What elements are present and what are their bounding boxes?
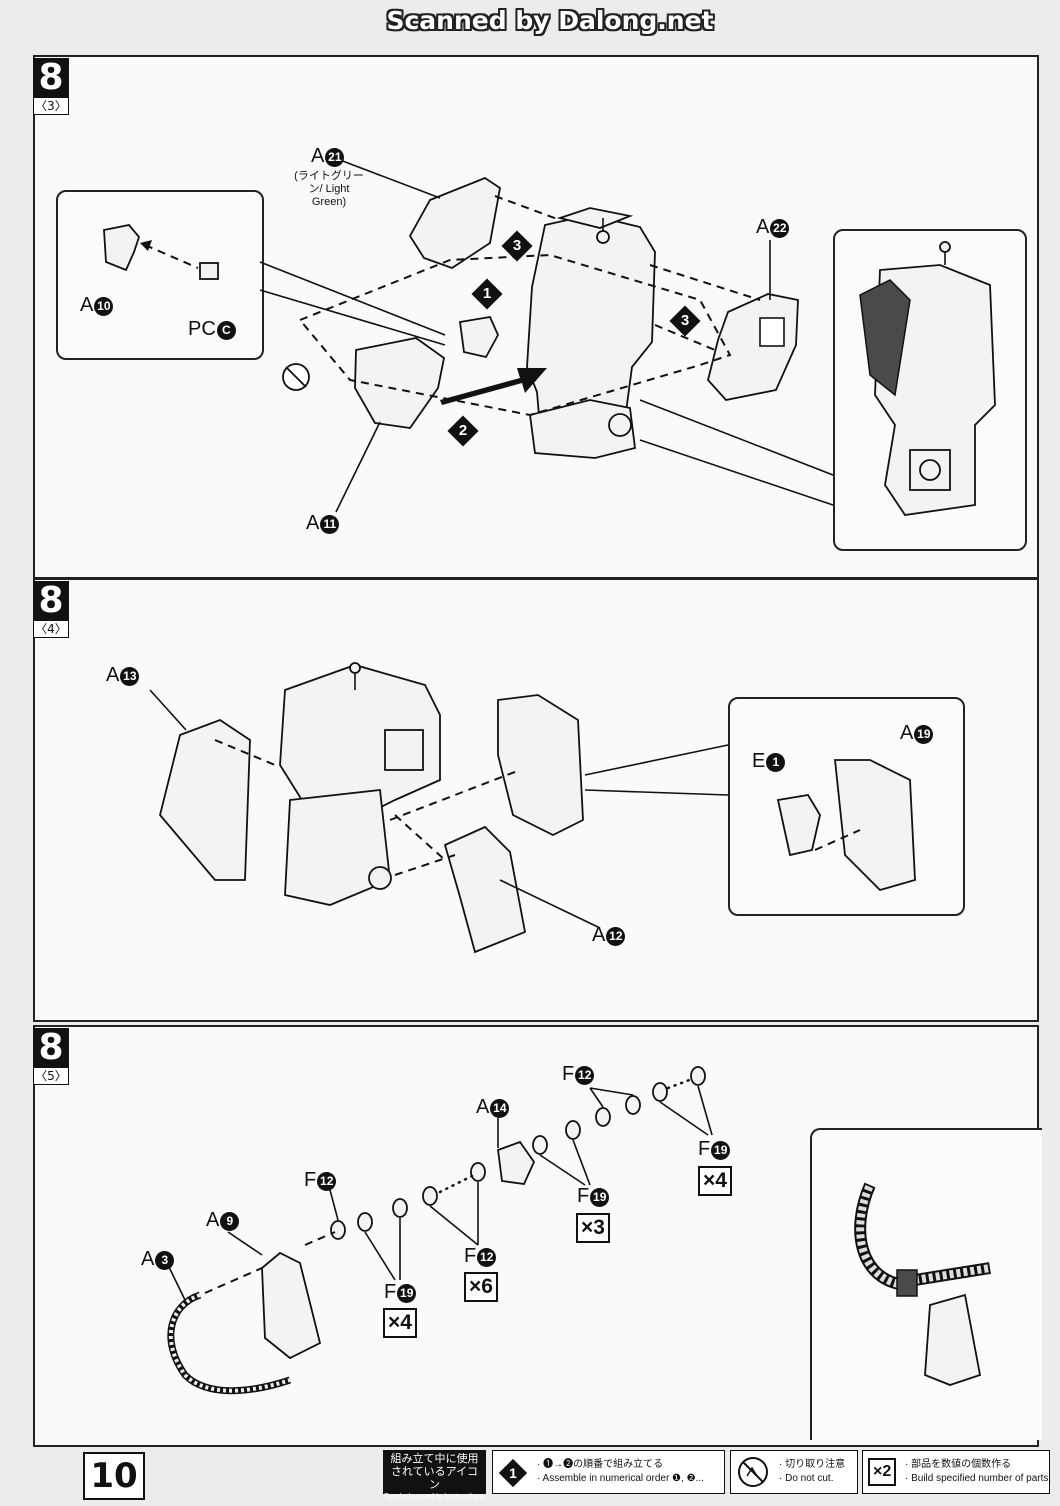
legend-order-en: · Assemble in numerical order ❶, ❷... (537, 1473, 704, 1484)
quantity-badge: ×6 (464, 1272, 498, 1302)
quantity-badge: ×3 (576, 1213, 610, 1243)
legend-heading: 組み立て中に使用されているアイコン Symbols used in instru… (383, 1450, 486, 1501)
legend-quantity: ×2 · 部品を数値の個数作る · Build specified number… (862, 1450, 1052, 1494)
label-a21-note: (ライトグリーン/ Light Green) (294, 170, 364, 208)
scan-credit: Scanned by Dalong.net (386, 6, 714, 35)
order-mark-1-label: 1 (482, 285, 492, 302)
part-chain-left (330, 1162, 486, 1240)
step-substep: 〈3〉 (33, 97, 69, 115)
legend-order-jp: · ❶→❷の順番で組み立てる (537, 1459, 664, 1470)
legend-heading-jp: 組み立て中に使用されているアイコン (390, 1453, 479, 1491)
step-substep: 〈4〉 (33, 620, 69, 638)
order-mark-2-label: 2 (458, 422, 468, 439)
legend-qty-jp: · 部品を数値の個数作る (905, 1459, 1012, 1470)
page-number: 10 (83, 1452, 145, 1500)
legend-qty-en: · Build specified number of parts. (905, 1473, 1052, 1484)
quantity-icon: ×2 (868, 1458, 897, 1486)
quantity-badge: ×4 (383, 1308, 417, 1338)
order-icon-label: 1 (509, 1465, 517, 1481)
step-number: 8 (33, 58, 69, 98)
order-mark-3a-label: 3 (512, 237, 522, 254)
legend-cut-jp: · 切り取り注意 (779, 1459, 846, 1470)
do-not-cut-icon (737, 1456, 768, 1487)
quantity-badge: ×4 (698, 1166, 732, 1196)
legend-cut-en: · Do not cut. (779, 1473, 834, 1484)
legend-order: 1 · ❶→❷の順番で組み立てる · Assemble in numerical… (492, 1450, 725, 1494)
order-mark-3b-label: 3 (680, 312, 690, 329)
step-number: 8 (33, 581, 69, 621)
legend-cut: · 切り取り注意 · Do not cut. (730, 1450, 858, 1494)
step-substep: 〈5〉 (33, 1067, 69, 1085)
legend-heading-en: Symbols used in instructions (383, 1492, 486, 1501)
step-number: 8 (33, 1028, 69, 1068)
